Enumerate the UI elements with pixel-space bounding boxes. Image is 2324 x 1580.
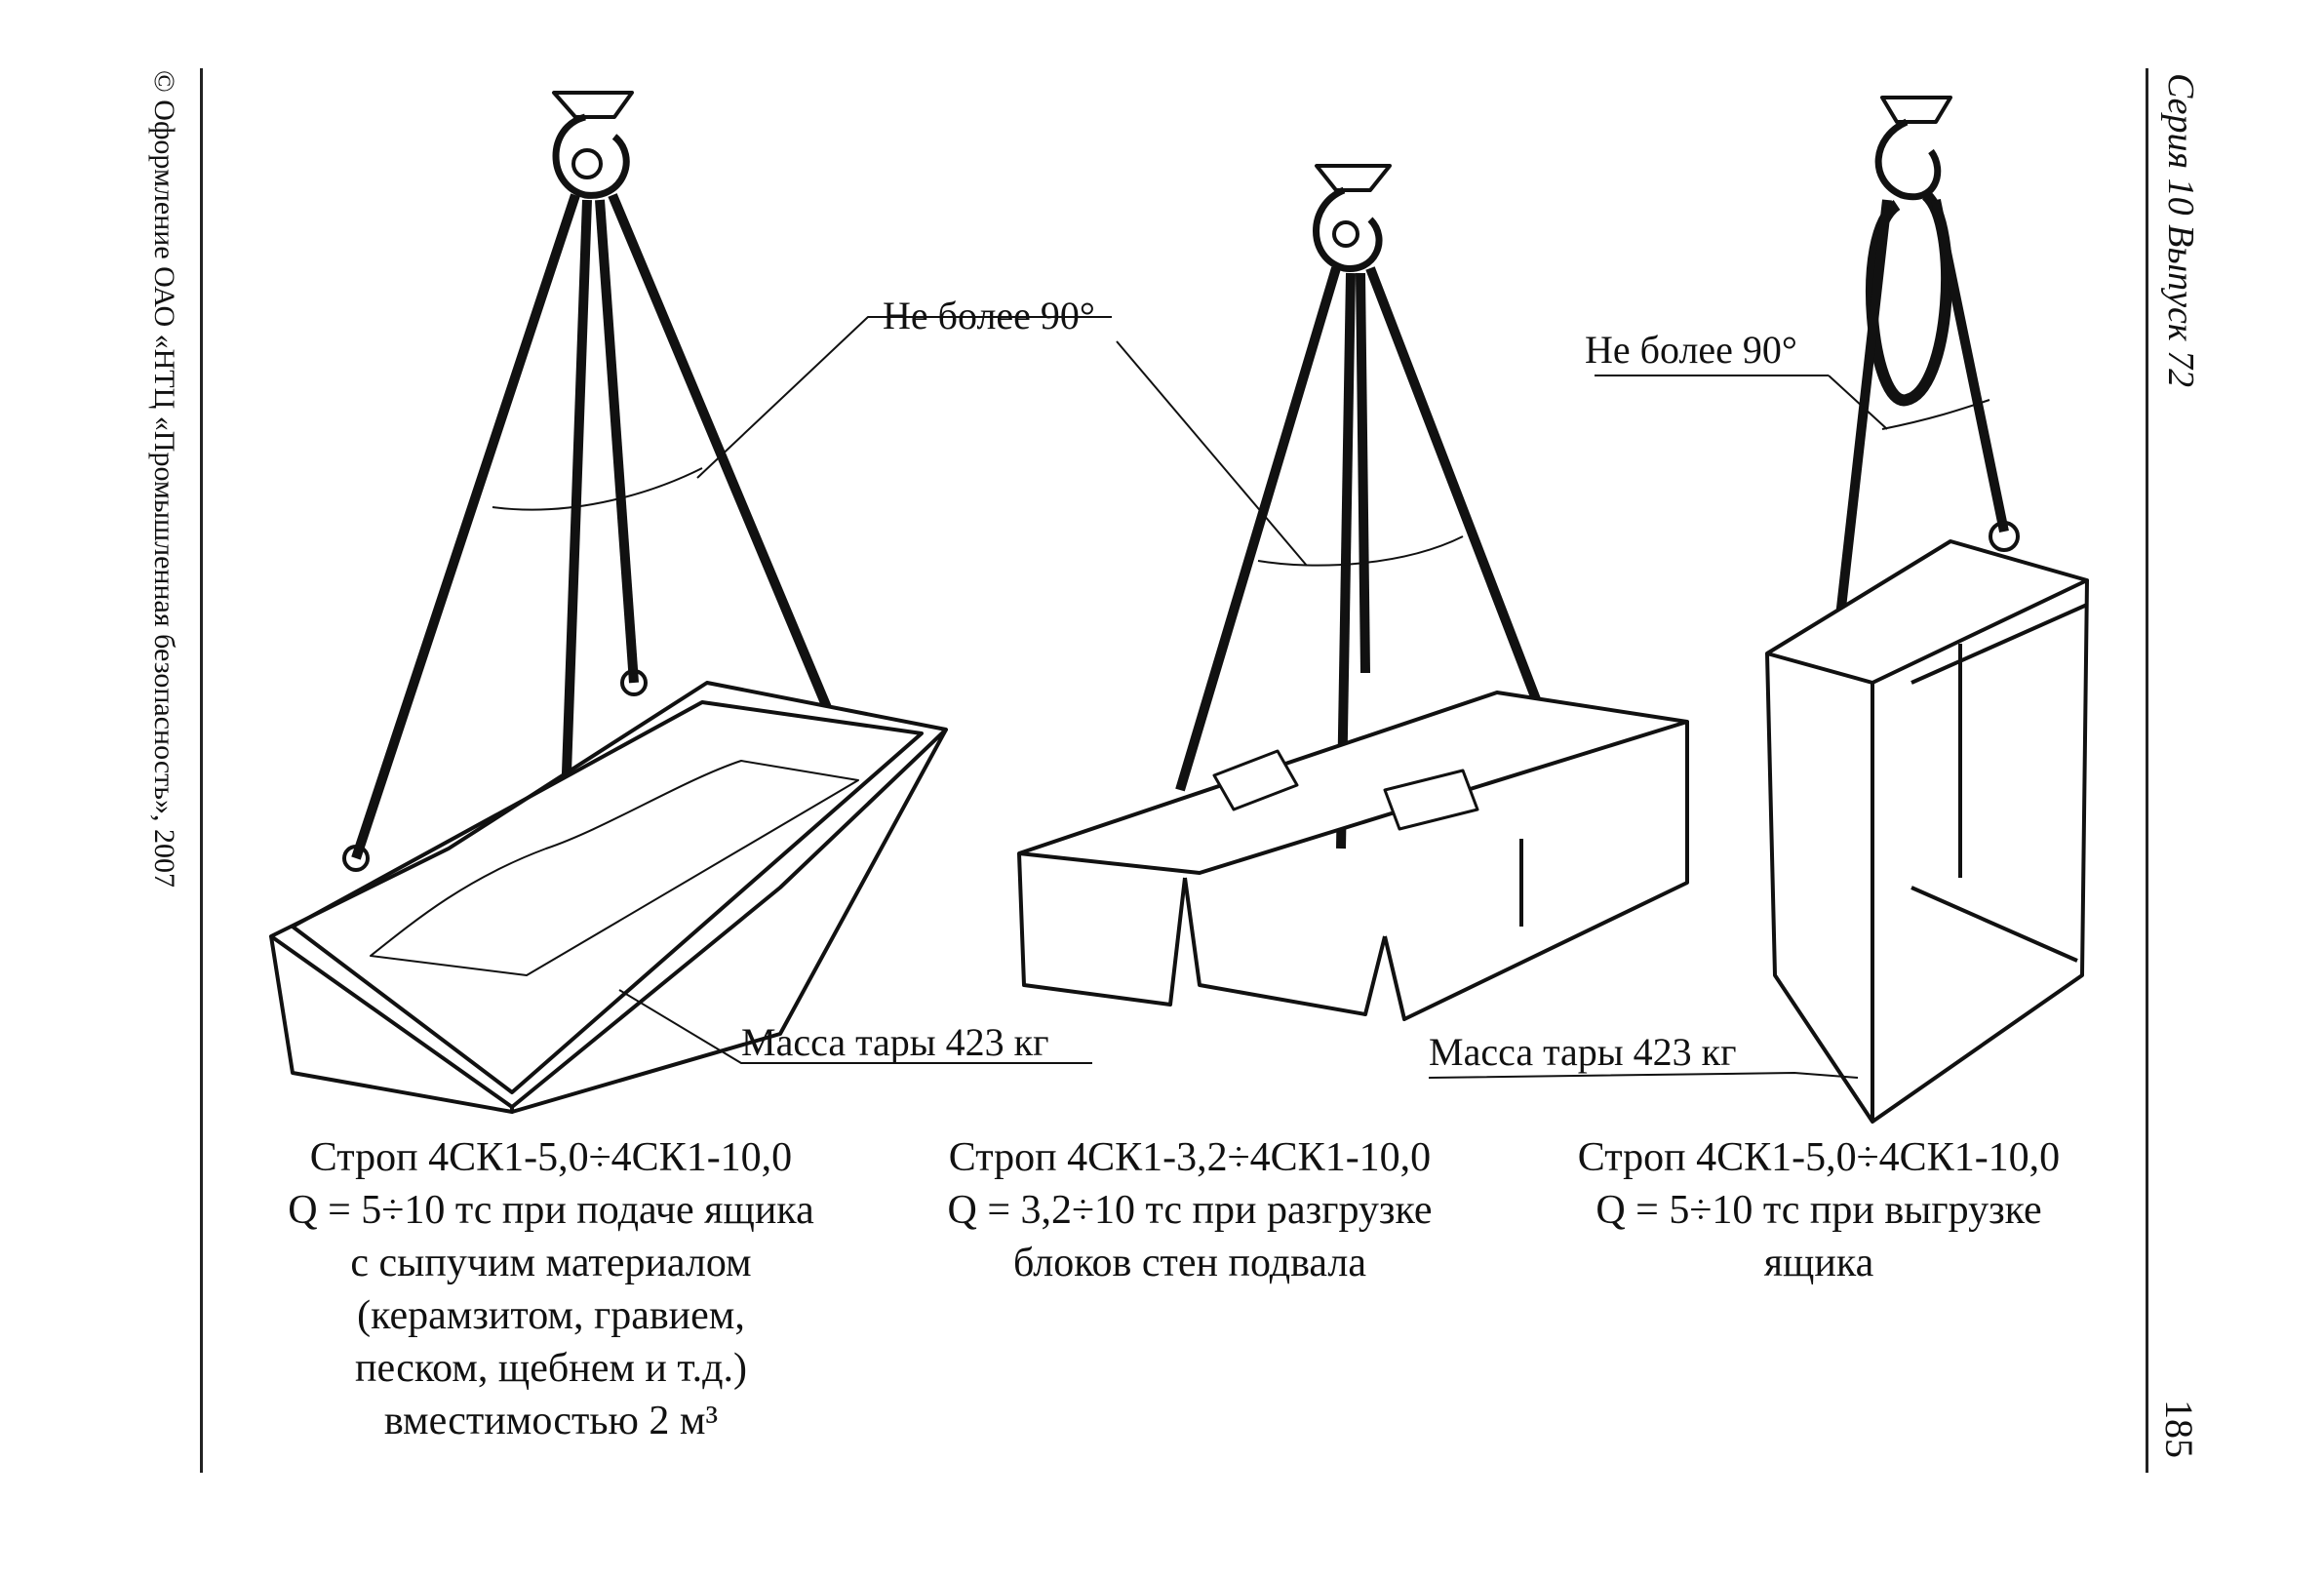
figure-1-caption: Строп 4СК1-5,0÷4СК1-10,0 Q = 5÷10 тс при… — [239, 1131, 863, 1447]
caption-line: песком, щебнем и т.д.) — [355, 1346, 747, 1391]
figure-3-angle-label: Не более 90° — [1585, 328, 1797, 372]
figure-2-caption: Строп 4СК1-3,2÷4СК1-10,0 Q = 3,2÷10 тс п… — [878, 1131, 1502, 1289]
caption-line: Q = 5÷10 тс при подаче ящика — [288, 1188, 814, 1233]
caption-line: вместимостью 2 м³ — [383, 1399, 719, 1443]
caption-line: Строп 4СК1-5,0÷4СК1-10,0 — [1577, 1135, 2061, 1180]
figure-2-drawing — [1017, 164, 1689, 1021]
figure-3-caption: Строп 4СК1-5,0÷4СК1-10,0 Q = 5÷10 тс при… — [1507, 1131, 2131, 1289]
caption-line: с сыпучим материалом — [350, 1241, 752, 1285]
caption-line: Q = 3,2÷10 тс при разгрузке — [947, 1188, 1433, 1233]
caption-line: Строп 4СК1-3,2÷4СК1-10,0 — [948, 1135, 1432, 1180]
caption-line: Строп 4СК1-5,0÷4СК1-10,0 — [309, 1135, 793, 1180]
figure-1-drawing — [269, 91, 1112, 1114]
caption-line: ящика — [1763, 1241, 1874, 1285]
figure-3-drawing — [1428, 96, 2089, 1124]
figure-1-angle-label: Не более 90° — [883, 294, 1095, 337]
figure-1-mass-label: Масса тары 423 кг — [741, 1020, 1049, 1064]
left-margin-rule — [200, 68, 203, 1473]
caption-line: блоков стен подвала — [1012, 1241, 1367, 1285]
caption-line: (керамзитом, гравием, — [357, 1293, 745, 1338]
right-margin-rule — [2146, 68, 2148, 1473]
figure-3-mass-label: Масса тары 423 кг — [1429, 1030, 1737, 1074]
caption-line: Q = 5÷10 тс при выгрузке — [1595, 1188, 2042, 1233]
